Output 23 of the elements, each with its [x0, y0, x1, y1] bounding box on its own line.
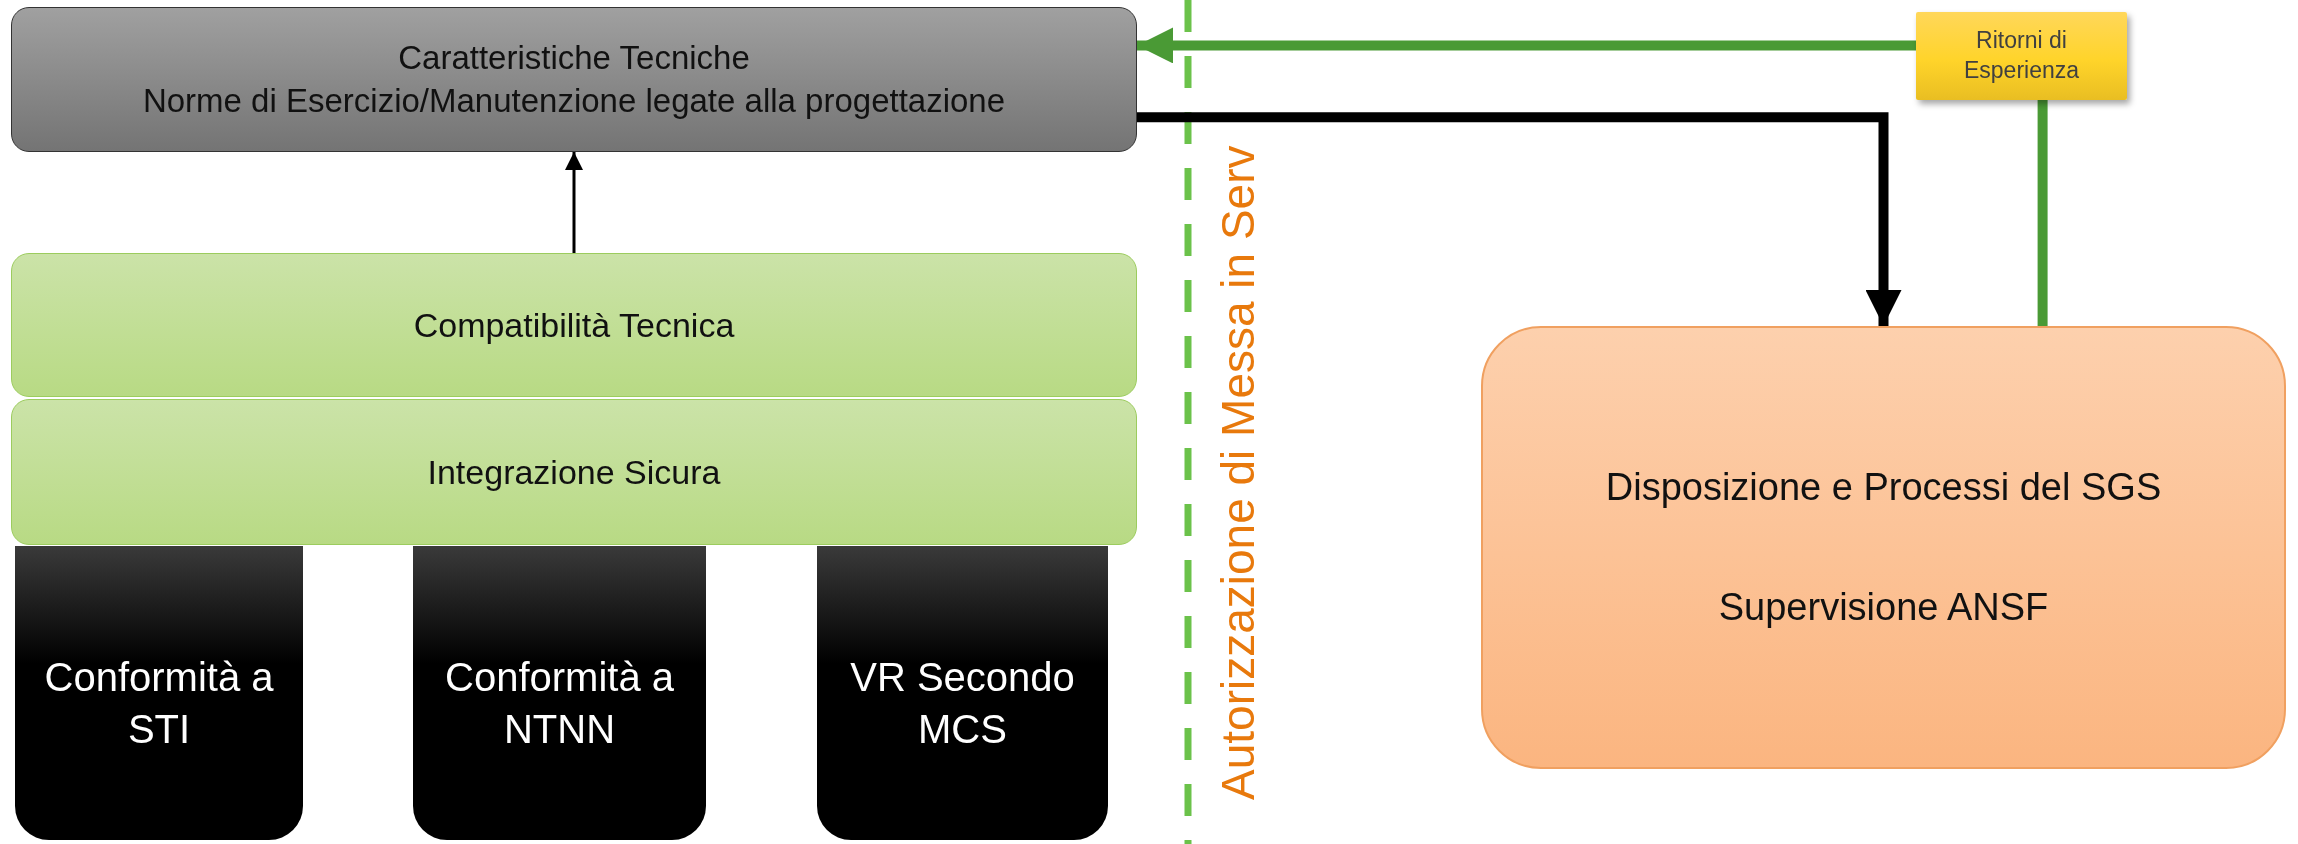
vertical-label: Autorizzazione di Messa in Serv — [1212, 145, 1264, 800]
layer-box — [11, 253, 1137, 397]
node-text: Ritorni di Esperienza — [1962, 26, 2081, 85]
node-text: Supervisione ANSF — [1718, 584, 2049, 630]
node-text: Conformità a NTNN — [444, 654, 675, 753]
pillar-box — [413, 546, 706, 840]
pillar-box — [817, 546, 1108, 840]
node-text: Caratteristiche Tecniche — [398, 37, 750, 78]
node-text: Integrazione Sicura — [427, 451, 721, 493]
arrow — [565, 152, 583, 253]
process-box — [1481, 326, 2286, 769]
note-box — [1916, 12, 2127, 100]
node-text: Disposizione e Processi del SGS — [1605, 465, 2162, 511]
node-text: Compatibilità Tecnica — [413, 304, 735, 346]
arrow — [1137, 27, 1916, 64]
node-text: Norme di Esercizio/Manutenzione legate alla progettazione — [142, 80, 1006, 121]
layer-box — [11, 399, 1137, 545]
connector-line — [2037, 100, 2048, 326]
process-box — [11, 7, 1137, 152]
node-text: Conformità a STI — [43, 654, 275, 753]
node-text: VR Secondo MCS — [849, 654, 1076, 753]
arrow — [1137, 112, 1902, 326]
pillar-box — [15, 546, 303, 840]
